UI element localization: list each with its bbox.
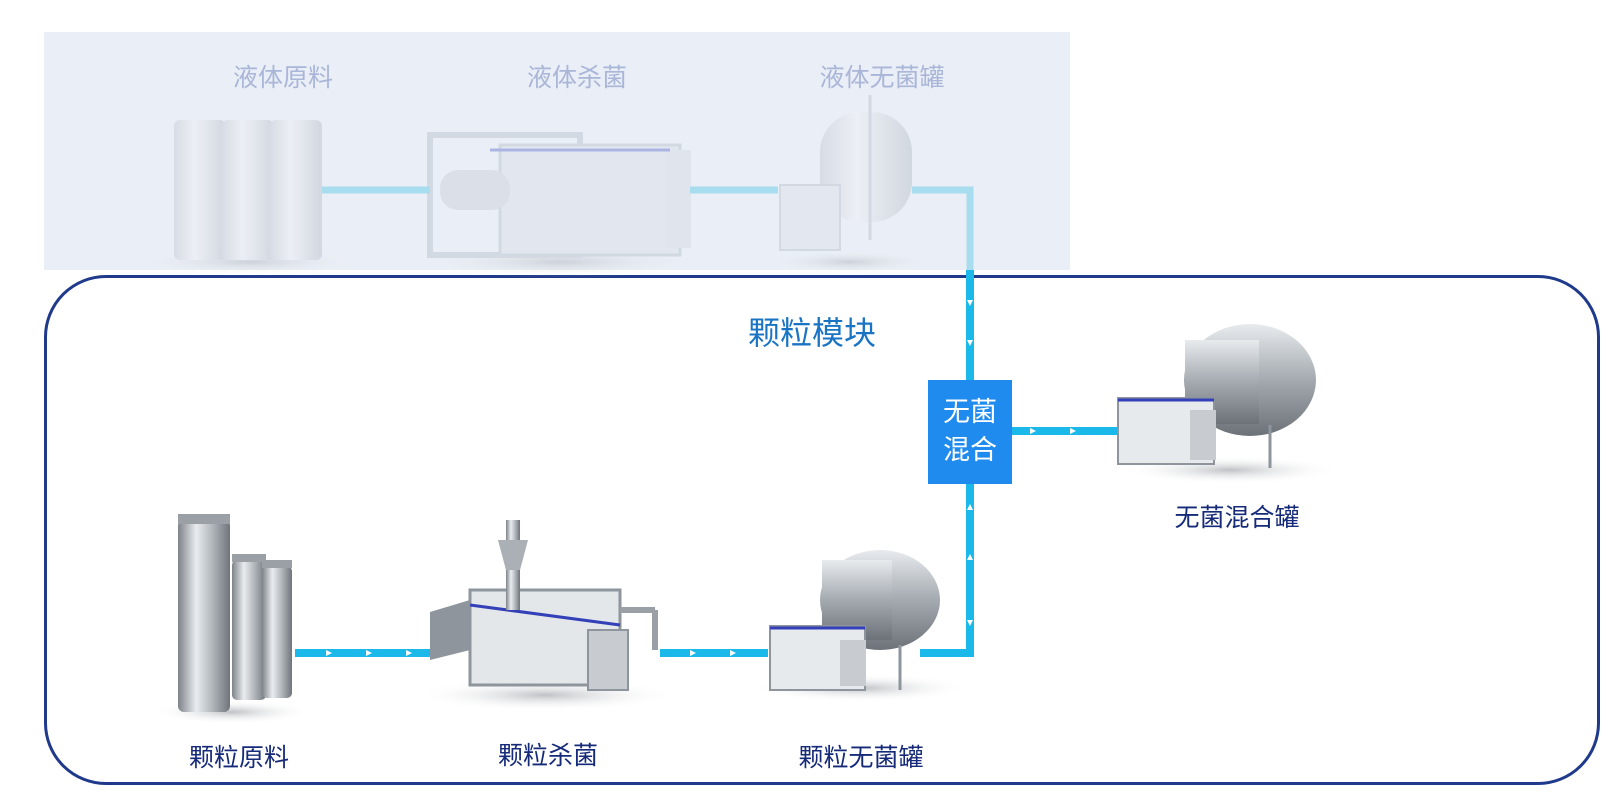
particle-silo-icon bbox=[152, 514, 312, 724]
liquid-sterilizer-icon bbox=[427, 132, 691, 258]
liquid-flow-lines bbox=[322, 186, 974, 270]
particle-module-frame bbox=[44, 275, 1600, 785]
liquid-silo-icon bbox=[174, 120, 322, 260]
mixing-tank-icon bbox=[1117, 324, 1340, 484]
liquid-aseptic-tank-icon bbox=[779, 95, 912, 251]
particle-aseptic-tank-label: 颗粒无菌罐 bbox=[798, 743, 924, 772]
particle-raw-label: 颗粒原料 bbox=[188, 743, 289, 772]
mixer-label-line1: 无菌 bbox=[943, 397, 997, 428]
liquid-equipment-group bbox=[130, 95, 940, 278]
particle-aseptic-tank-icon bbox=[750, 550, 970, 702]
aseptic-mixing-box: 无菌 混合 bbox=[928, 380, 1012, 484]
mixer-label-line2: 混合 bbox=[943, 435, 997, 466]
liquid-aseptic-tank-label: 液体无菌罐 bbox=[819, 63, 945, 92]
mix-tank-label: 无菌混合罐 bbox=[1174, 503, 1300, 532]
liquid-raw-label: 液体原料 bbox=[232, 63, 333, 92]
particle-sterilizer-icon bbox=[415, 520, 675, 711]
flow-arrow-icon bbox=[326, 300, 1076, 656]
particle-sterilize-label: 颗粒杀菌 bbox=[497, 741, 598, 770]
particle-module-title: 颗粒模块 bbox=[748, 314, 877, 352]
liquid-sterilize-label: 液体杀菌 bbox=[526, 63, 627, 92]
